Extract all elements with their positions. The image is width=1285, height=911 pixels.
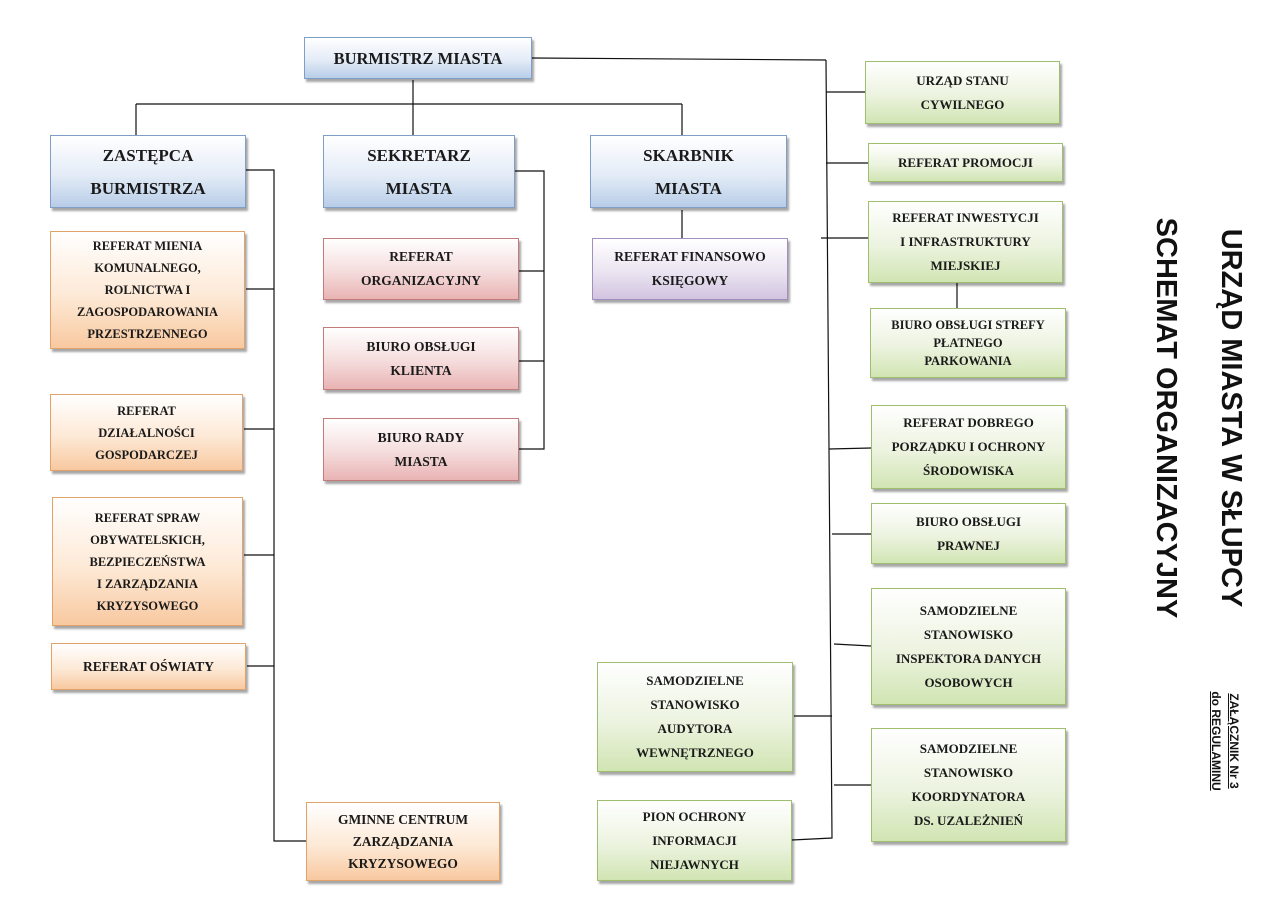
unit-organizational: REFERAT ORGANIZACYJNY: [323, 238, 519, 300]
unit-civic-affairs: REFERAT SPRAW OBYWATELSKICH, BEZPIECZEŃS…: [52, 497, 243, 626]
chart-subtitle: SCHEMAT ORGANIZACYJNY: [1150, 217, 1182, 619]
unit-investments: REFERAT INWESTYCJI I INFRASTRUKTURY MIEJ…: [868, 201, 1063, 283]
unit-civil-registry: URZĄD STANU CYWILNEGO: [865, 61, 1060, 124]
unit-council-office: BIURO RADY MIASTA: [323, 418, 519, 481]
unit-order-environment: REFERAT DOBREGO PORZĄDKU I OCHRONY ŚRODO…: [871, 405, 1066, 489]
unit-promotion: REFERAT PROMOCJI: [868, 143, 1063, 182]
unit-data-protection: SAMODZIELNE STANOWISKO INSPEKTORA DANYCH…: [871, 588, 1066, 705]
unit-paid-parking: BIURO OBSŁUGI STREFY PŁATNEGO PARKOWANIA: [870, 308, 1066, 378]
unit-education: REFERAT OŚWIATY: [51, 643, 246, 690]
attachment-line1: ZAŁĄCZNIK Nr 3: [1227, 693, 1241, 789]
attachment-line2: do REGULAMINU: [1209, 691, 1223, 791]
unit-crisis-center: GMINNE CENTRUM ZARZĄDZANIA KRYZYSOWEGO: [306, 802, 500, 881]
unit-economic-activity: REFERAT DZIAŁALNOŚCI GOSPODARCZEJ: [50, 394, 243, 471]
unit-legal-office: BIURO OBSŁUGI PRAWNEJ: [871, 503, 1066, 564]
chart-title: URZĄD MIASTA W SŁUPCY: [1215, 228, 1247, 608]
unit-municipal-property: REFERAT MIENIA KOMUNALNEGO, ROLNICTWA I …: [50, 231, 245, 349]
unit-classified-information: PION OCHRONY INFORMACJI NIEJAWNYCH: [597, 800, 792, 881]
mayor-box: BURMISTRZ MIASTA: [304, 37, 532, 79]
treasurer-box: SKARBNIK MIASTA: [590, 135, 787, 208]
deputy-mayor-box: ZASTĘPCA BURMISTRZA: [50, 135, 246, 208]
unit-addiction-coordinator: SAMODZIELNE STANOWISKO KOORDYNATORA DS. …: [871, 728, 1066, 842]
secretary-box: SEKRETARZ MIASTA: [323, 135, 515, 208]
unit-internal-auditor: SAMODZIELNE STANOWISKO AUDYTORA WEWNĘTRZ…: [597, 662, 793, 772]
unit-finance-accounting: REFERAT FINANSOWO KSIĘGOWY: [592, 238, 788, 300]
unit-customer-service: BIURO OBSŁUGI KLIENTA: [323, 327, 519, 390]
